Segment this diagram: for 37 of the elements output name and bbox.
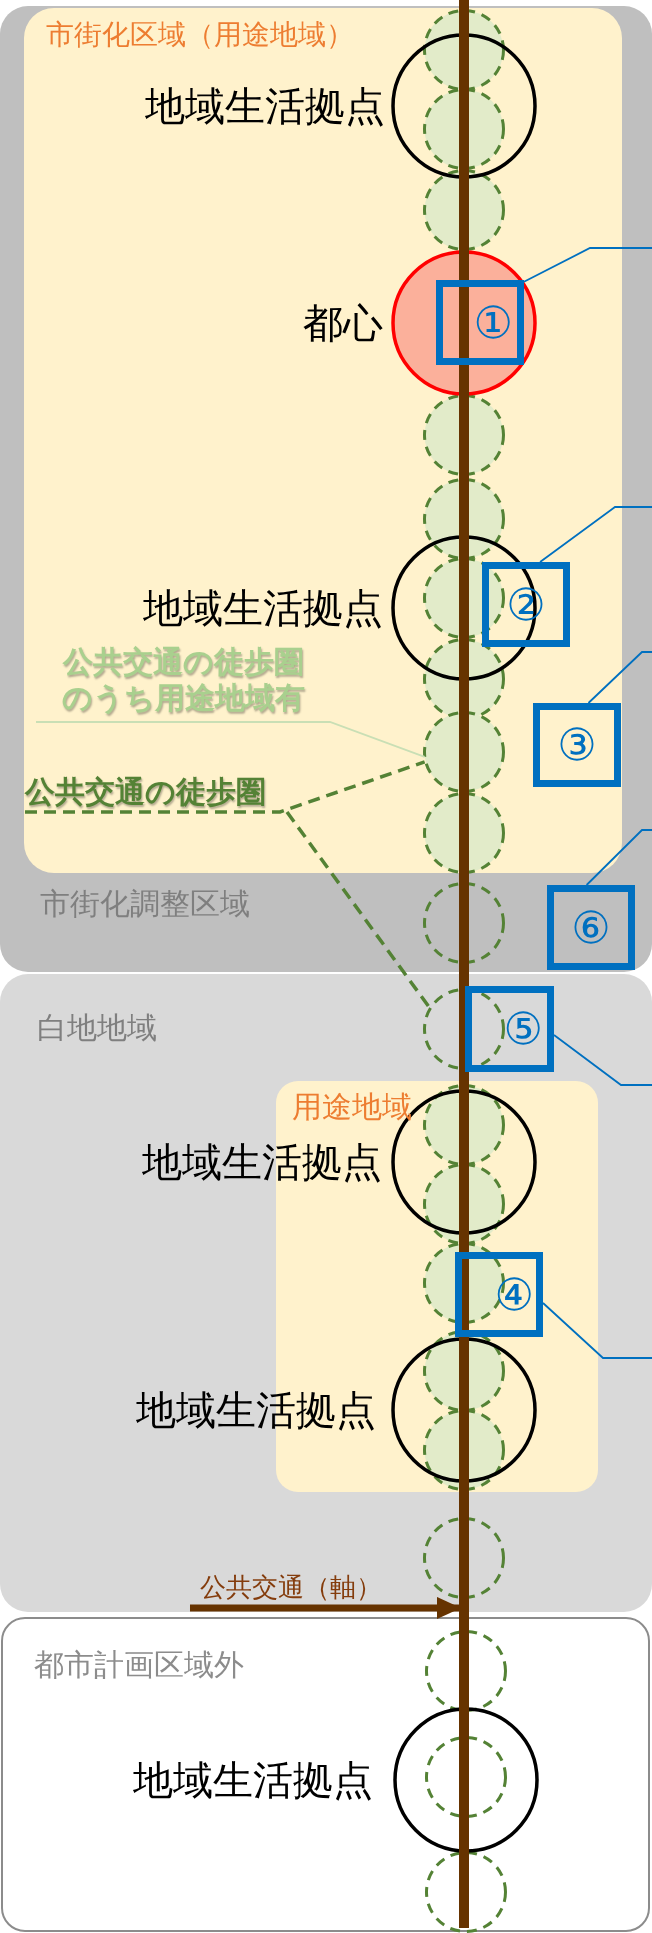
region-label: 市街化区域（用途地域） <box>46 18 354 52</box>
node-label: 都心 <box>303 299 383 347</box>
region-label: 都市計画区域外 <box>34 1647 244 1683</box>
node-label: 地域生活拠点 <box>143 584 383 632</box>
callout-number: ⑥ <box>547 885 635 970</box>
region-panel <box>0 6 652 972</box>
leader-line <box>553 1034 652 1086</box>
region-panel <box>1 1617 650 1932</box>
dashed-circle <box>423 988 505 1070</box>
dashed-circle <box>425 1736 507 1818</box>
callout-number: ④ <box>455 1252 543 1337</box>
region-panel <box>0 974 652 1612</box>
annotation-label: 公共交通の徒歩圏 <box>25 774 287 812</box>
leader-line <box>539 506 652 563</box>
leader-line <box>35 721 426 758</box>
node-label: 地域生活拠点 <box>142 1138 382 1186</box>
node-label: 地域生活拠点 <box>136 1386 376 1434</box>
dashed-circle <box>423 882 505 964</box>
leader-line <box>25 760 426 814</box>
node-label: 地域生活拠点 <box>133 1756 373 1804</box>
annotation-label: 公共交通の徒歩圏のうち用途地域有 <box>36 644 330 722</box>
leader-line <box>523 247 652 283</box>
callout-number: ① <box>436 280 524 365</box>
callout-number: ③ <box>533 703 621 787</box>
node-label: 地域生活拠点 <box>145 82 385 130</box>
dashed-circle <box>425 1851 507 1933</box>
leader-line <box>542 1302 652 1359</box>
leader-line <box>587 651 652 704</box>
annotation-label: 公共交通（軸） <box>190 1570 394 1608</box>
region-label: 用途地域 <box>292 1089 412 1125</box>
dashed-circle <box>423 1517 505 1599</box>
dashed-circle <box>425 1630 507 1712</box>
region-panel <box>24 8 622 873</box>
leader-line <box>285 810 431 1009</box>
region-label: 市街化調整区域 <box>40 886 250 922</box>
callout-number: ⑤ <box>465 986 554 1072</box>
region-label: 白地地域 <box>37 1010 157 1046</box>
